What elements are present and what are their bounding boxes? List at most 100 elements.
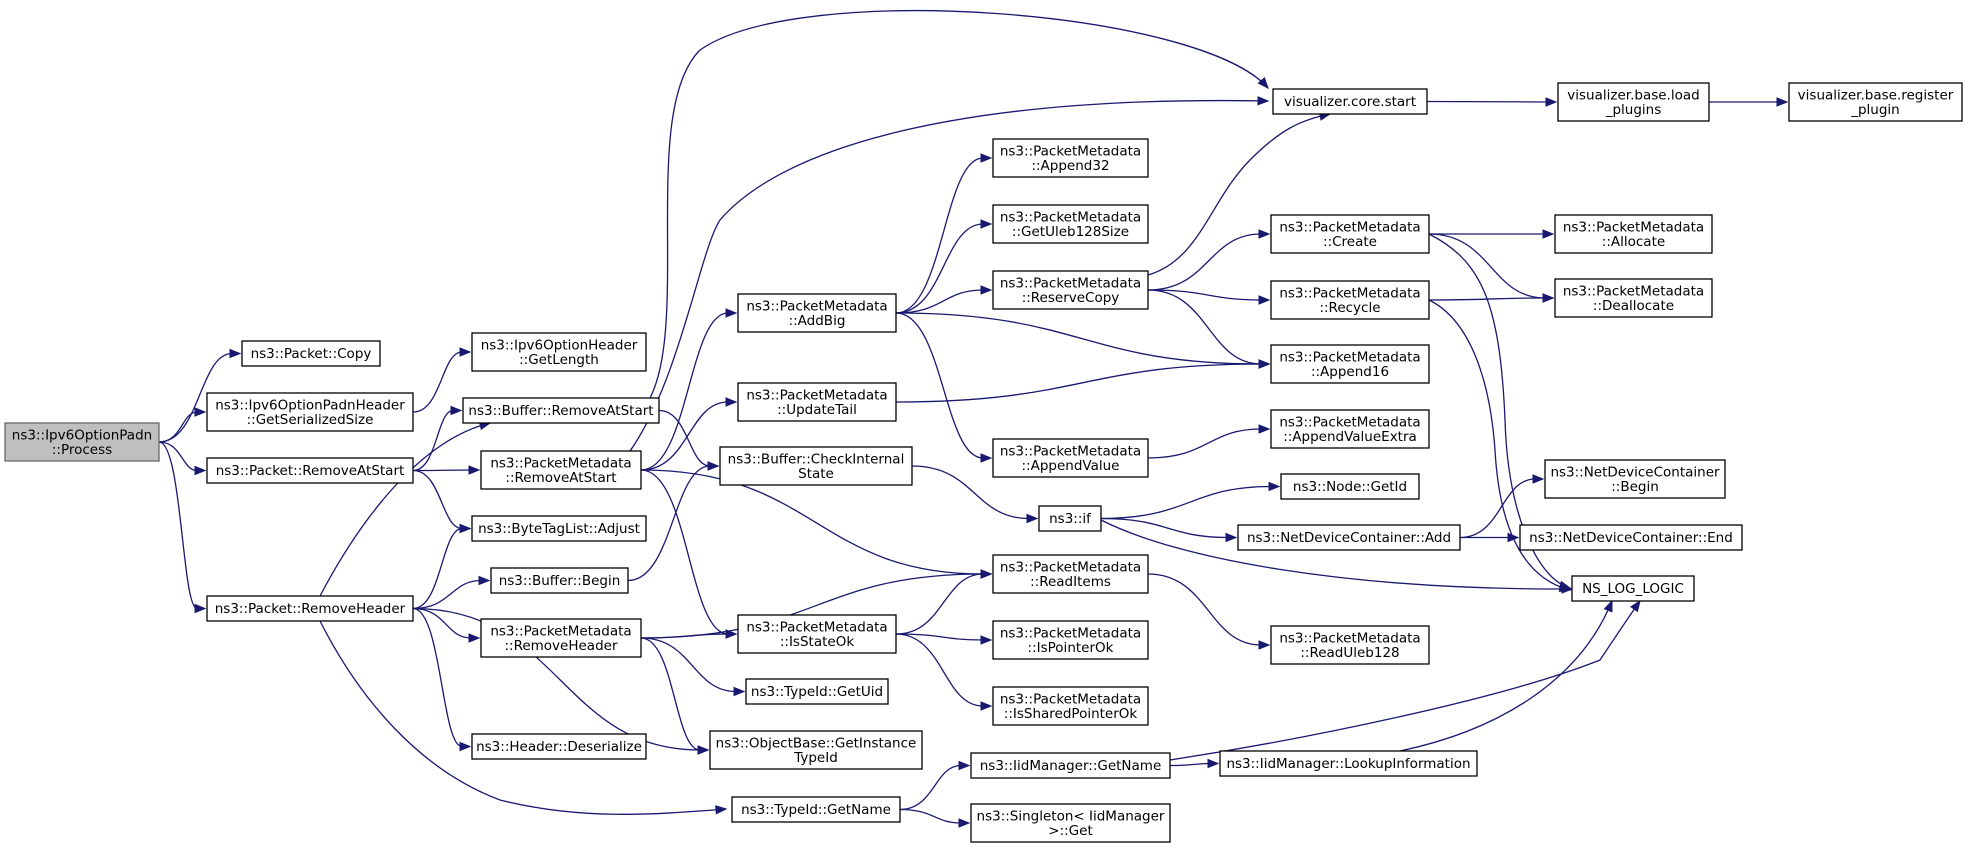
node-label-line: ns3::PacketMetadata	[490, 455, 631, 471]
edge-packetmetadata-addbig-to-packetmetadata-appendvalue	[895, 312, 993, 463]
node-packetmetadata-deallocate[interactable]: ns3::PacketMetadata::Deallocate	[1554, 278, 1713, 318]
node-visualizer-base-register-plugin[interactable]: visualizer.base.register_plugin	[1788, 82, 1963, 122]
node-iidmanager-getname[interactable]: ns3::IidManager::GetName	[970, 752, 1171, 779]
edge-line	[1169, 600, 1641, 761]
node-packetmetadata-reservecopy[interactable]: ns3::PacketMetadata::ReserveCopy	[992, 270, 1149, 310]
edge-ns3-if-to-netdevicecontainer-add	[1100, 517, 1238, 543]
node-packetmetadata-addbig[interactable]: ns3::PacketMetadata::AddBig	[737, 293, 897, 333]
edge-line	[1147, 289, 1262, 365]
edge-packetmetadata-addbig-to-packetmetadata-getuleb128size	[895, 219, 993, 314]
node-packetmetadata-create[interactable]: ns3::PacketMetadata::Create	[1270, 214, 1430, 254]
node-packetmetadata-updatetail[interactable]: ns3::PacketMetadata::UpdateTail	[737, 382, 897, 422]
node-label-line: _plugins	[1605, 102, 1662, 118]
node-visualizer-base-load-plugins[interactable]: visualizer.base.load_plugins	[1557, 82, 1710, 122]
node-packetmetadata-getuleb128size[interactable]: ns3::PacketMetadata::GetUleb128Size	[992, 204, 1149, 244]
node-bytetaglist-adjust[interactable]: ns3::ByteTagList::Adjust	[471, 515, 647, 542]
node-netdevicecontainer-add[interactable]: ns3::NetDeviceContainer::Add	[1237, 524, 1461, 551]
node-packetmetadata-recycle[interactable]: ns3::PacketMetadata::Recycle	[1270, 280, 1430, 320]
node-label-line: ns3::Ipv6OptionHeader	[481, 337, 638, 353]
node-label-line: ns3::Buffer::CheckInternal	[728, 451, 905, 467]
node-box	[206, 457, 414, 484]
node-iidmanager-lookupinformation[interactable]: ns3::IidManager::LookupInformation	[1219, 750, 1478, 777]
node-packetmetadata-removeheader[interactable]: ns3::PacketMetadata::RemoveHeader	[480, 618, 642, 658]
edge-netdevicecontainer-add-to-netdevicecontainer-begin	[1459, 474, 1545, 539]
node-packetmetadata-appendvalue[interactable]: ns3::PacketMetadata::AppendValue	[992, 438, 1149, 478]
node-packet-copy[interactable]: ns3::Packet::Copy	[241, 340, 381, 367]
node-packetmetadata-append32[interactable]: ns3::PacketMetadata::Append32	[992, 138, 1149, 178]
node-box	[206, 595, 414, 622]
node-box	[745, 678, 889, 705]
node-ipv6optionpadnheader-getserializedsize[interactable]: ns3::Ipv6OptionPadnHeader::GetSerialized…	[206, 392, 414, 432]
edge-buffer-begin-to-buffer-checkinternalstate	[627, 461, 720, 582]
arrowhead	[468, 633, 481, 643]
edge-line	[1147, 289, 1262, 301]
node-ipv6optionpadn-process[interactable]: ns3::Ipv6OptionPadn::Process	[4, 422, 160, 462]
edge-typeid-getname-to-iidmanager-getname	[899, 760, 971, 811]
arrowhead	[194, 603, 207, 614]
edge-packetmetadata-create-to-packetmetadata-allocate	[1429, 229, 1555, 239]
node-ns-log-logic[interactable]: NS_LOG_LOGIC	[1571, 575, 1695, 602]
edge-packetmetadata-removeheader-to-typeid-getuid	[640, 637, 746, 697]
node-label-line: ::ReadUleb128	[1300, 645, 1399, 661]
edge-line	[627, 465, 711, 582]
arrowhead	[980, 635, 993, 645]
node-box	[1557, 82, 1710, 122]
edge-line	[640, 469, 729, 635]
node-label-line: ns3::IidManager::GetName	[980, 758, 1162, 774]
node-label-line: ns3::Packet::RemoveAtStart	[216, 463, 405, 479]
arrowhead	[478, 575, 491, 586]
node-ipv6optionheader-getlength[interactable]: ns3::Ipv6OptionHeader::GetLength	[471, 332, 647, 372]
node-header-deserialize[interactable]: ns3::Header::Deserialize	[471, 733, 647, 760]
edge-line	[1147, 428, 1262, 459]
node-label-line: ::AppendValueExtra	[1283, 429, 1417, 445]
node-netdevicecontainer-begin[interactable]: ns3::NetDeviceContainer::Begin	[1544, 459, 1726, 499]
node-visualizer-core-start[interactable]: visualizer.core.start	[1272, 88, 1428, 115]
node-packetmetadata-ispointerok[interactable]: ns3::PacketMetadata::IsPointerOk	[992, 620, 1149, 660]
edge-line	[895, 633, 984, 641]
node-typeid-getuid[interactable]: ns3::TypeId::GetUid	[745, 678, 889, 705]
node-label-line: ::IsStateOk	[780, 634, 854, 650]
node-packetmetadata-allocate[interactable]: ns3::PacketMetadata::Allocate	[1554, 214, 1713, 254]
edge-line	[895, 289, 984, 314]
arrowhead	[1257, 76, 1269, 90]
node-packetmetadata-appendvalueextra[interactable]: ns3::PacketMetadata::AppendValueExtra	[1270, 409, 1430, 449]
node-packetmetadata-removeatstart[interactable]: ns3::PacketMetadata::RemoveAtStart	[480, 450, 642, 490]
node-label-line: ns3::IidManager::LookupInformation	[1226, 756, 1470, 772]
node-typeid-getname[interactable]: ns3::TypeId::GetName	[731, 796, 901, 823]
node-label-line: ns3::Header::Deserialize	[476, 739, 642, 755]
node-label-line: _plugin	[1850, 102, 1900, 118]
node-box	[1571, 575, 1695, 602]
node-packetmetadata-readitems[interactable]: ns3::PacketMetadata::ReadItems	[992, 554, 1149, 594]
arrowhead	[1532, 474, 1545, 484]
node-buffer-begin[interactable]: ns3::Buffer::Begin	[490, 567, 629, 594]
arrowhead	[707, 461, 720, 471]
arrowhead	[980, 285, 993, 295]
node-label-line: ::Append16	[1311, 364, 1389, 380]
node-packetmetadata-readuleb128[interactable]: ns3::PacketMetadata::ReadUleb128	[1270, 625, 1430, 665]
edge-typeid-getname-to-singleton-iidmanager-get	[899, 808, 971, 828]
node-packetmetadata-isstateok[interactable]: ns3::PacketMetadata::IsStateOk	[737, 614, 897, 654]
node-label-line: ns3::ByteTagList::Adjust	[478, 521, 640, 537]
node-node-getid[interactable]: ns3::Node::GetId	[1280, 473, 1420, 500]
arrowhead	[1258, 295, 1271, 305]
node-packetmetadata-append16[interactable]: ns3::PacketMetadata::Append16	[1270, 344, 1430, 384]
arrowhead	[697, 745, 710, 755]
edge-ipv6optionpadnheader-getserializedsize-to-ipv6optionheader-getlength	[412, 347, 472, 413]
node-packetmetadata-issharedpointerok[interactable]: ns3::PacketMetadata::IsSharedPointerOk	[992, 686, 1149, 726]
node-box	[4, 422, 160, 462]
node-label-line: ns3::NetDeviceContainer	[1550, 464, 1720, 480]
node-label-line: visualizer.base.register	[1798, 87, 1954, 103]
node-ns3-if[interactable]: ns3::if	[1038, 505, 1102, 532]
node-packet-removeatstart[interactable]: ns3::Packet::RemoveAtStart	[206, 457, 414, 484]
edge-packetmetadata-removeatstart-to-packetmetadata-updatetail	[640, 397, 738, 471]
node-label-line: ns3::Buffer::Begin	[499, 573, 621, 589]
node-singleton-iidmanager-get[interactable]: ns3::Singleton< IidManager>::Get	[970, 803, 1171, 843]
node-packet-removeheader[interactable]: ns3::Packet::RemoveHeader	[206, 595, 414, 622]
edge-line	[158, 411, 198, 443]
node-box	[1270, 344, 1430, 384]
node-netdevicecontainer-end[interactable]: ns3::NetDeviceContainer::End	[1519, 524, 1743, 551]
arrowhead	[958, 818, 971, 828]
node-buffer-removeatstart[interactable]: ns3::Buffer::RemoveAtStart	[462, 397, 660, 424]
